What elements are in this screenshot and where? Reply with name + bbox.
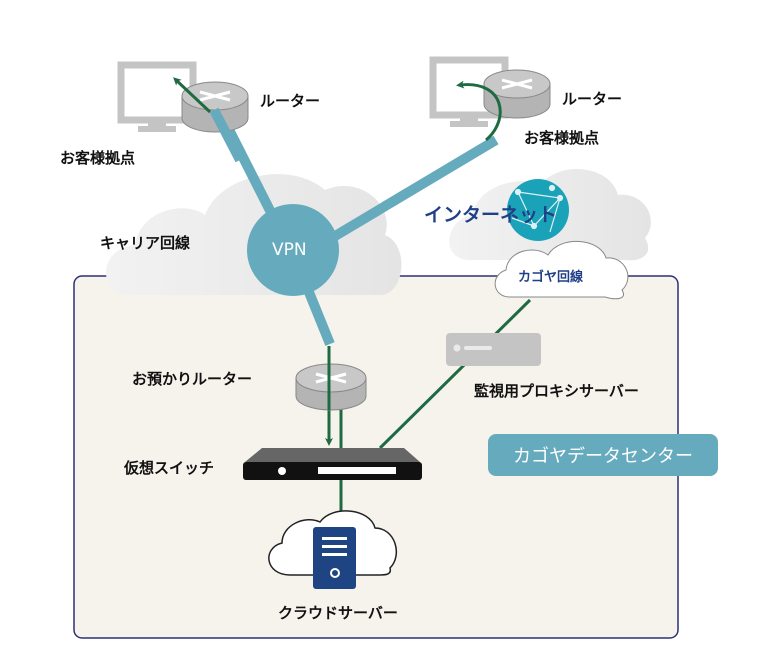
hosted-router-icon xyxy=(295,363,367,411)
router-left-label: ルーター xyxy=(260,92,321,110)
proxy-server-icon xyxy=(446,333,541,366)
virtual-switch-label: 仮想スイッチ xyxy=(124,459,215,477)
virtual-switch-icon xyxy=(243,448,422,480)
carrier-label: キャリア回線 xyxy=(100,234,191,252)
return-arrow-right xyxy=(456,80,502,142)
vpn-label: VPN xyxy=(272,240,307,260)
vpn-node xyxy=(247,204,339,296)
datacenter-badge: カゴヤデータセンター xyxy=(488,434,718,476)
proxy-server-label: 監視用プロキシサーバー xyxy=(474,382,639,400)
kagoya-line-label: カゴヤ回線 xyxy=(518,270,584,285)
router-right-icon xyxy=(483,69,551,119)
router-left-icon xyxy=(181,81,249,133)
return-arrow-left xyxy=(173,77,212,114)
internet-label: インターネット xyxy=(424,204,558,226)
site-left-label: お客様拠点 xyxy=(60,149,136,167)
router-right-label: ルーター xyxy=(562,90,623,108)
hosted-router-label: お預かりルーター xyxy=(132,370,253,388)
proxy-link xyxy=(378,298,532,450)
vpn-link-right xyxy=(317,135,499,250)
cloud-server-icon xyxy=(268,510,398,589)
site-right-label: お客様拠点 xyxy=(524,129,600,147)
cloud-server-label: クラウドサーバー xyxy=(278,604,398,622)
vpn-link-left-top xyxy=(209,107,245,163)
kagoya-line-cloud xyxy=(494,241,629,300)
globe-icon xyxy=(507,179,569,241)
